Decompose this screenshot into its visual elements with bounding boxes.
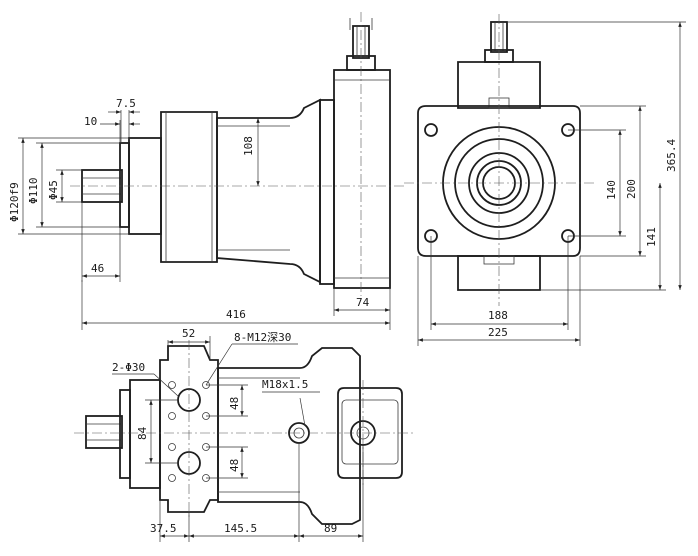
front-view — [404, 14, 594, 306]
dim-46: 46 — [91, 262, 104, 275]
dim-200: 200 — [625, 179, 638, 199]
dim-108: 108 — [242, 136, 255, 156]
side-view-dimensions: 7.5 10 108 Φ120f9 Φ110 Φ45 46 416 — [8, 97, 391, 330]
dim-145-5: 145.5 — [224, 522, 257, 535]
top-shaft — [85, 415, 123, 449]
top-body — [217, 347, 361, 525]
front-control-block — [457, 61, 541, 109]
side-rear-housing — [319, 99, 335, 285]
dim-48-lower: 48 — [228, 459, 241, 472]
dim-phi110: Φ110 — [27, 178, 40, 205]
dim-7-5: 7.5 — [116, 97, 136, 110]
dim-89: 89 — [324, 522, 337, 535]
dim-84: 84 — [136, 426, 149, 440]
dim-2-phi30: 2-Φ30 — [112, 361, 145, 374]
dim-416: 416 — [226, 308, 246, 321]
dim-225: 225 — [488, 326, 508, 339]
side-body — [216, 98, 321, 284]
dim-8-m12: 8-M12深30 — [234, 331, 291, 344]
dim-74: 74 — [356, 296, 370, 309]
side-control-block — [333, 69, 391, 289]
front-square-flange — [417, 105, 581, 257]
front-view-dimensions: 140 200 141 365.4 188 225 — [417, 21, 686, 346]
dim-141: 141 — [645, 227, 658, 247]
side-front-housing — [160, 111, 218, 263]
dim-140: 140 — [605, 180, 618, 200]
dim-365-4: 365.4 — [665, 139, 678, 172]
dim-52: 52 — [182, 327, 195, 340]
dim-m18: M18x1.5 — [262, 378, 308, 391]
dim-48-upper: 48 — [228, 397, 241, 410]
side-view — [70, 12, 405, 296]
dim-37-5: 37.5 — [150, 522, 177, 535]
dim-10: 10 — [84, 115, 97, 128]
top-view-dimensions: 52 8-M12深30 2-Φ30 M18x1.5 48 48 84 37.5 — [112, 327, 364, 542]
side-shaft — [81, 169, 123, 203]
dim-phi45: Φ45 — [47, 180, 60, 200]
top-control-block — [337, 387, 403, 479]
dim-188: 188 — [488, 309, 508, 322]
front-bolt-hole-tl — [424, 123, 438, 137]
dim-phi120f9: Φ120f9 — [8, 182, 21, 222]
